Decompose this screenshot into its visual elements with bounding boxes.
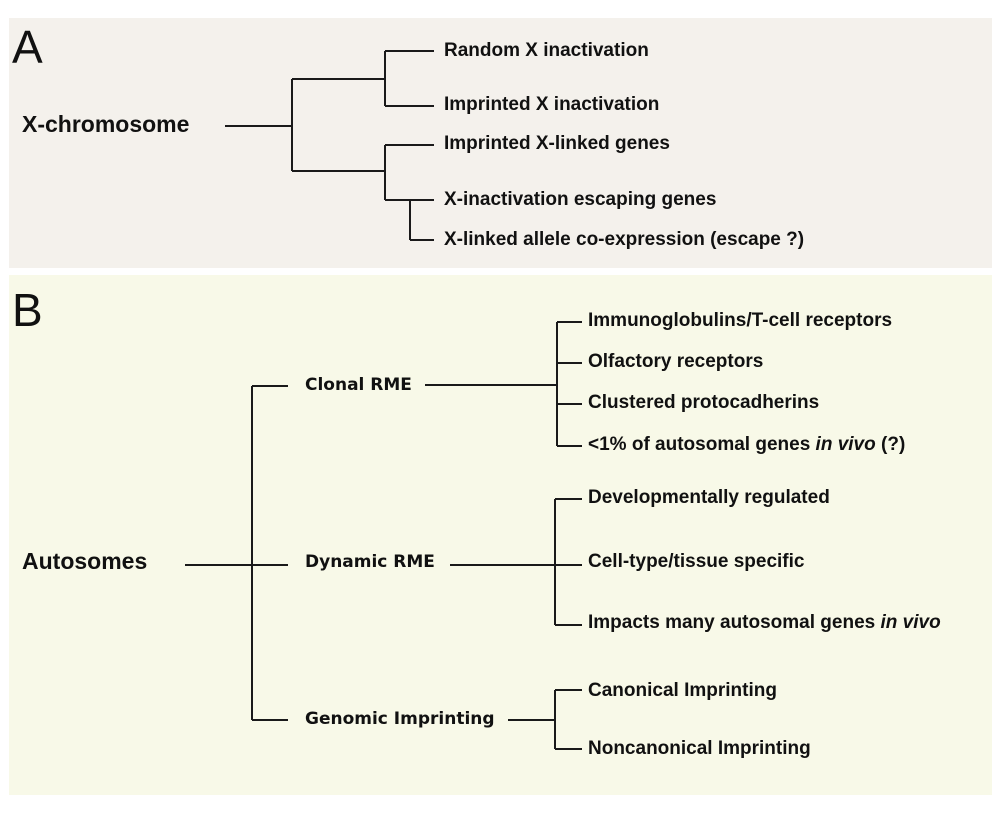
clonal-leaf-label: Immunoglobulins/T-cell receptors: [588, 310, 893, 331]
clonal-leaf-label-in-vivo: <1% of autosomal genes in vivo (?): [588, 435, 905, 454]
dynamic-leaf-label-in-vivo: Impacts many autosomal genes in vivo: [588, 613, 941, 632]
leaf-text-italic: in vivo: [815, 434, 876, 455]
a-leaf-label: X-linked allele co-expression (escape ?): [444, 229, 805, 250]
leaf-text-suffix: (?): [875, 434, 906, 455]
dynamic-leaf-label: Cell-type/tissue specific: [588, 551, 805, 572]
panel-a: [9, 18, 992, 268]
x-chromosome-root-label: X-chromosome: [22, 111, 190, 137]
dynamic-leaf-label: Developmentally regulated: [588, 487, 830, 508]
leaf-text-prefix: <1% of autosomal genes: [588, 434, 816, 455]
panel-a-letter: A: [12, 21, 43, 73]
a-leaf-label: Random X inactivation: [444, 40, 649, 61]
a-leaf-label: X-inactivation escaping genes: [444, 189, 717, 210]
imprinting-leaf-label: Canonical Imprinting: [588, 680, 777, 701]
a-leaf-label: Imprinted X-linked genes: [444, 133, 670, 154]
leaf-text-italic: in vivo: [880, 612, 941, 633]
genomic-imprinting-label: Genomic Imprinting: [305, 709, 495, 729]
a-leaf-label: Imprinted X inactivation: [444, 94, 660, 115]
imprinting-leaf-label: Noncanonical Imprinting: [588, 738, 811, 759]
clonal-leaf-label: Clustered protocadherins: [588, 392, 820, 413]
panel-b-letter: B: [12, 284, 43, 336]
autosomes-root-label: Autosomes: [22, 548, 148, 574]
panel-b: [9, 275, 992, 795]
leaf-text-prefix: Impacts many autosomal genes: [588, 612, 881, 633]
clonal-leaf-label: Olfactory receptors: [588, 351, 764, 372]
clonal-rme-label: Clonal RME: [305, 375, 412, 395]
dynamic-rme-label: Dynamic RME: [305, 552, 435, 572]
